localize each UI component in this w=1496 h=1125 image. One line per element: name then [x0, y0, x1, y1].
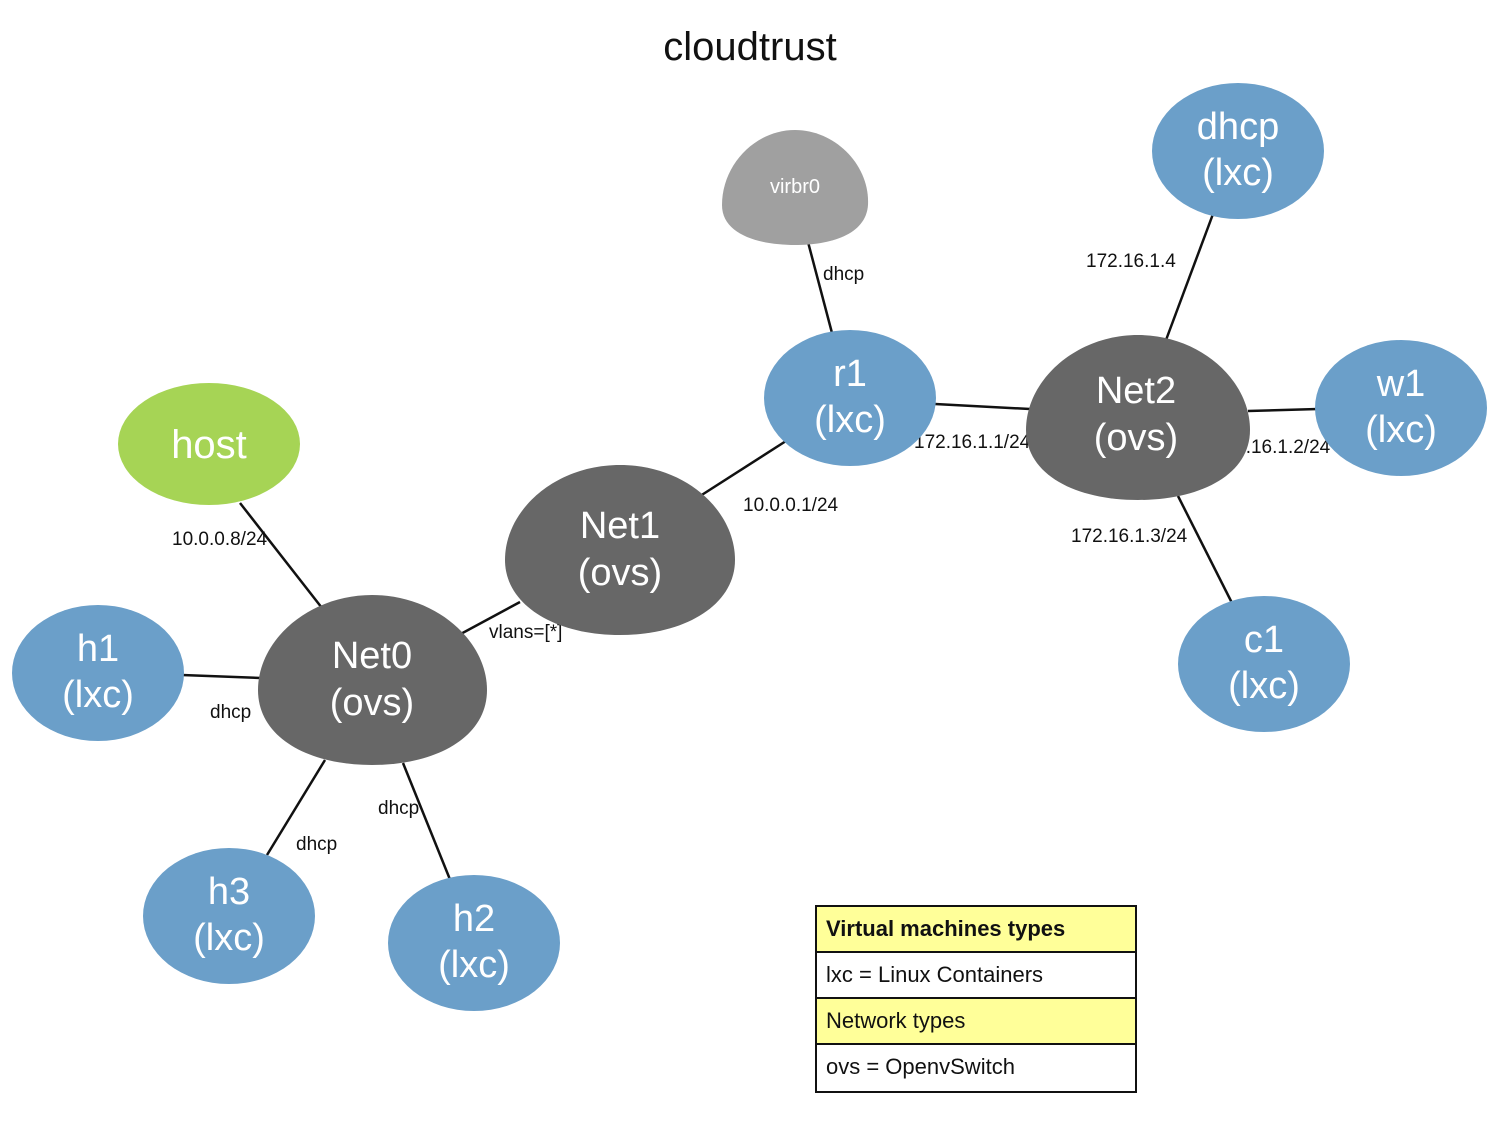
edge-label-net2-dhcp: 172.16.1.4 — [1086, 251, 1176, 272]
node-net0[interactable]: Net0 (ovs) — [258, 595, 487, 765]
node-h3[interactable]: h3 (lxc) — [143, 848, 315, 984]
legend-table: Virtual machines types lxc = Linux Conta… — [815, 905, 1137, 1093]
node-sublabel: (ovs) — [578, 552, 662, 594]
legend-net-header: Network types — [817, 999, 1135, 1045]
switch-shape — [258, 595, 487, 765]
container-shape — [1315, 340, 1487, 476]
bridge-shape — [722, 130, 869, 245]
node-r1[interactable]: r1 (lxc) — [764, 330, 936, 466]
node-sublabel: (lxc) — [1228, 665, 1300, 707]
node-virbr0[interactable]: virbr0 — [722, 130, 869, 245]
edge-label-r1-net2: 172.16.1.1/24 — [914, 432, 1031, 453]
edge-net0-h3 — [265, 759, 327, 856]
legend-net-entry: ovs = OpenvSwitch — [826, 1054, 1015, 1079]
node-host[interactable]: host — [118, 383, 300, 505]
legend-vm-entry: lxc = Linux Containers — [817, 953, 1135, 999]
edge-label-net2-c1: 172.16.1.3/24 — [1071, 526, 1188, 547]
node-sublabel: (ovs) — [1094, 417, 1178, 459]
edge-r1-net2 — [934, 402, 1031, 411]
edge-label-net1-r1: 10.0.0.1/24 — [743, 495, 839, 516]
edge-net0-net1 — [456, 600, 521, 638]
node-label: c1 — [1244, 619, 1284, 661]
node-sublabel: (lxc) — [814, 399, 886, 441]
node-label: Net2 — [1096, 370, 1176, 412]
edge-label-h1-net0: dhcp — [210, 702, 251, 723]
node-label: r1 — [833, 353, 867, 395]
container-shape — [764, 330, 936, 466]
edge-host-net0 — [239, 502, 323, 609]
node-label: Net1 — [580, 505, 660, 547]
node-label: h3 — [208, 871, 250, 913]
node-label: h2 — [453, 898, 495, 940]
node-w1[interactable]: w1 (lxc) — [1315, 340, 1487, 476]
node-h2[interactable]: h2 (lxc) — [388, 875, 560, 1011]
edge-label-net0-h2: dhcp — [378, 798, 419, 819]
node-sublabel: (lxc) — [1202, 152, 1274, 194]
container-shape — [1178, 596, 1350, 732]
node-label: dhcp — [1197, 106, 1279, 148]
container-shape — [143, 848, 315, 984]
edge-net0-h2 — [401, 762, 453, 883]
edge-net2-w1 — [1247, 407, 1319, 413]
host-shape — [118, 383, 300, 505]
node-label: virbr0 — [770, 176, 820, 198]
node-sublabel: (lxc) — [193, 917, 265, 959]
node-net2[interactable]: Net2 (ovs) — [1026, 335, 1250, 500]
edge-net2-c1 — [1176, 495, 1234, 604]
container-shape — [388, 875, 560, 1011]
edge-h1-net0 — [181, 673, 262, 680]
edge-r1-virbr0 — [806, 241, 834, 334]
node-sublabel: (ovs) — [330, 682, 414, 724]
node-label: h1 — [77, 628, 119, 670]
switch-shape — [505, 465, 735, 635]
node-sublabel: (lxc) — [438, 944, 510, 986]
container-shape — [12, 605, 184, 741]
edge-net2-dhcp — [1164, 213, 1215, 341]
edges — [181, 213, 1319, 883]
node-sublabel: (lxc) — [62, 674, 134, 716]
node-dhcp[interactable]: dhcp (lxc) — [1152, 83, 1324, 219]
node-sublabel: (lxc) — [1365, 409, 1437, 451]
legend-vm-header: Virtual machines types — [817, 907, 1135, 953]
node-label: w1 — [1376, 363, 1426, 405]
edge-label-r1-virbr0: dhcp — [823, 264, 864, 285]
edge-net1-r1 — [696, 439, 787, 500]
node-c1[interactable]: c1 (lxc) — [1178, 596, 1350, 732]
node-label: Net0 — [332, 635, 412, 677]
switch-shape — [1026, 335, 1250, 500]
edge-label-net0-h3: dhcp — [296, 834, 337, 855]
container-shape — [1152, 83, 1324, 219]
diagram-title: cloudtrust — [663, 25, 836, 69]
edge-label-net0-net1: vlans=[*] — [489, 622, 562, 643]
edge-label-host-net0: 10.0.0.8/24 — [172, 529, 268, 550]
node-net1[interactable]: Net1 (ovs) — [505, 465, 735, 635]
node-label: host — [171, 423, 247, 467]
node-h1[interactable]: h1 (lxc) — [12, 605, 184, 741]
